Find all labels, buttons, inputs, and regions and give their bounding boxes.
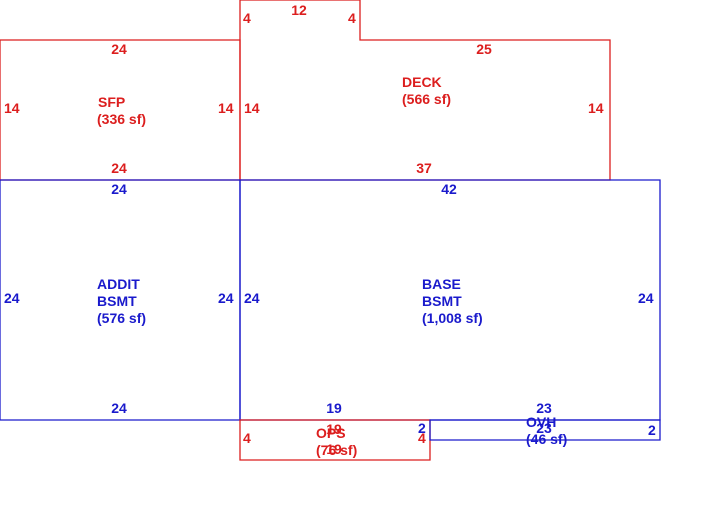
addit-name-line1: ADDIT [97,276,140,292]
deck-right-dim: 14 [588,100,604,116]
ovh-name: OVH [526,414,556,430]
deck-notch-top-dim: 12 [291,2,307,18]
deck-outline [239,0,611,181]
sfp-name: SFP [98,94,125,110]
base-name-line2: BSMT [422,293,462,309]
deck-notch-left-dim: 4 [243,10,251,26]
base-bottom-right-dim: 23 [536,400,552,416]
addit-right-dim: 24 [218,290,234,306]
ops-area: (76 sf) [316,442,357,458]
base-step-dim: 2 [418,420,426,436]
ovh-right-dim: 2 [648,422,656,438]
addit-top-dim: 24 [111,181,127,197]
deck-name: DECK [402,74,442,90]
ops-right-dim: 4 [418,430,426,446]
ovh-overlap: 23 [536,420,552,436]
ovh-outline [429,419,661,441]
ops-overlap-top: 19 [326,421,342,437]
sfp-left-dim: 14 [4,100,20,116]
sfp-bottom-dim: 24 [111,160,127,176]
ops-left-dim: 4 [243,430,251,446]
sfp-top-dim: 24 [111,41,127,57]
ops-outline [239,419,431,461]
addit-name-line2: BSMT [97,293,137,309]
base-right-dim: 24 [638,290,654,306]
addit-area: (576 sf) [97,310,146,326]
ops-overlap-bottom: 19 [326,441,342,457]
ops-name: OPS [316,425,346,441]
base-area: (1,008 sf) [422,310,483,326]
deck-notch-right-dim: 4 [348,10,356,26]
base-bottom-dim: 19 [326,400,342,416]
addit-bottom-dim: 24 [111,400,127,416]
sfp-outline [0,39,241,181]
deck-area: (566 sf) [402,91,451,107]
base-top-dim: 42 [441,181,457,197]
sfp-area: (336 sf) [97,111,146,127]
addit-left-dim: 24 [4,290,20,306]
deck-left-dim: 14 [244,100,260,116]
sfp-right-dim: 14 [218,100,234,116]
base-left-dim: 24 [244,290,260,306]
ovh-area: (46 sf) [526,431,567,447]
base-name-line1: BASE [422,276,461,292]
deck-top-dim: 25 [476,41,492,57]
deck-bottom-dim: 37 [416,160,432,176]
